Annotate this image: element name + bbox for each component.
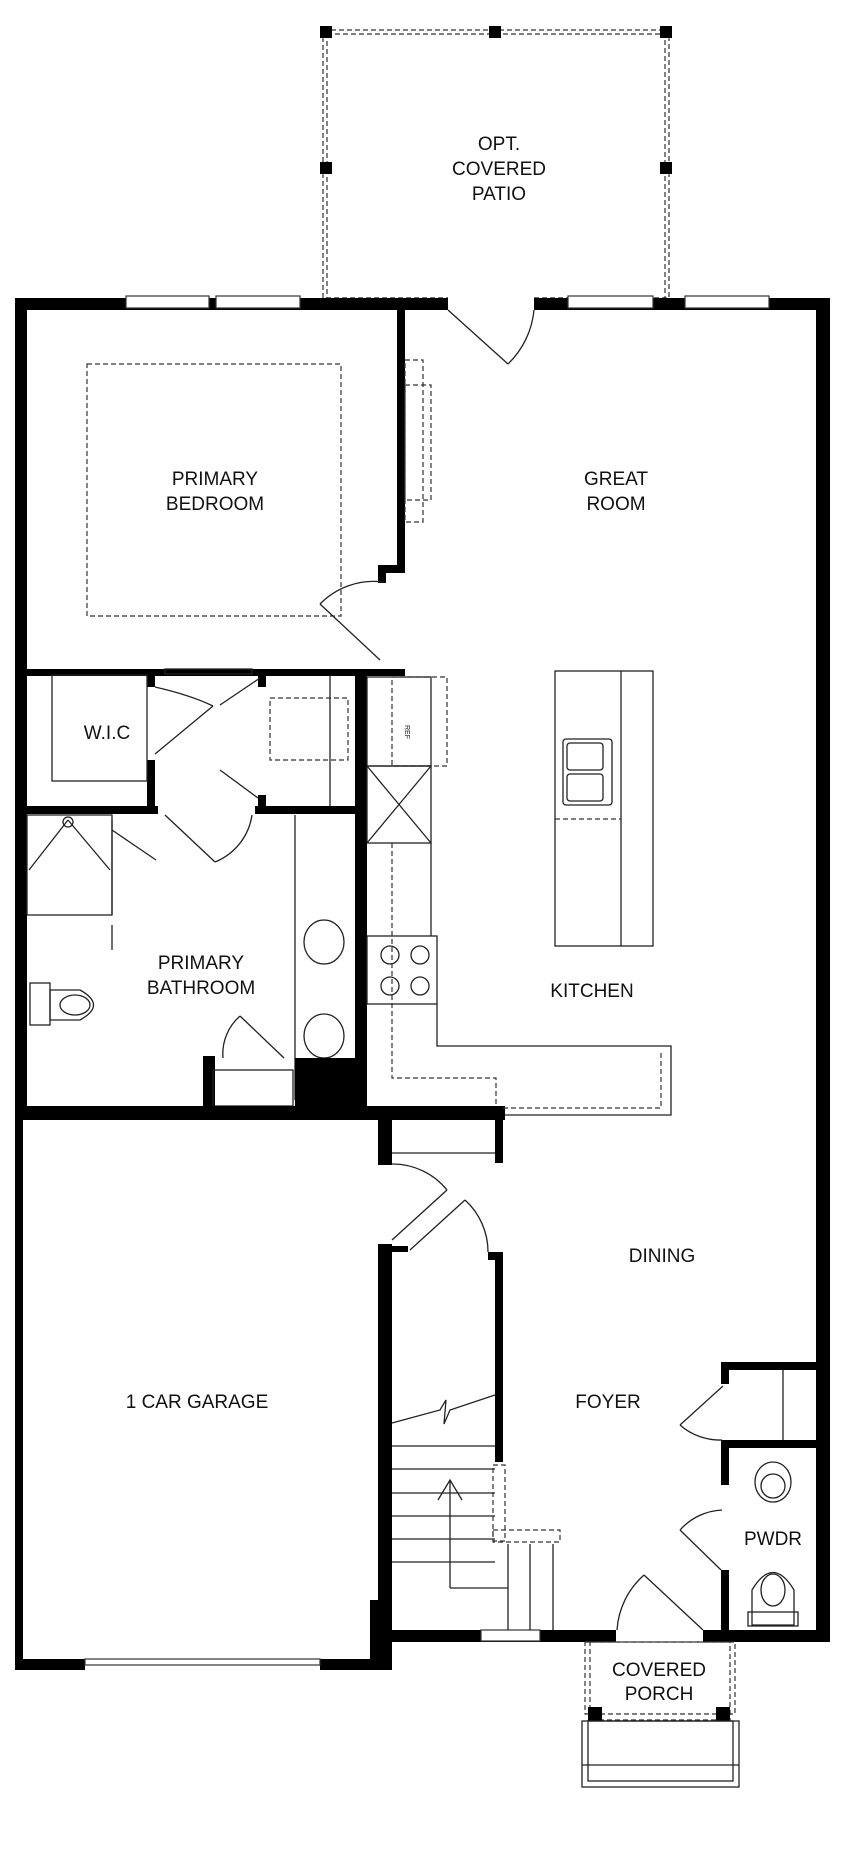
primary-bathroom-label-1: PRIMARY — [158, 953, 245, 974]
patio-post — [320, 26, 332, 38]
stairs — [391, 1394, 561, 1630]
garage-entry-door[interactable] — [391, 1163, 489, 1253]
kitchen-label: KITCHEN — [550, 981, 633, 1002]
refrigerator — [366, 676, 432, 767]
garage-label: 1 CAR GARAGE — [126, 1392, 269, 1413]
refrigerator-label: REF — [403, 725, 410, 739]
island — [554, 670, 654, 947]
sink-icon — [303, 919, 345, 965]
coat-closet — [679, 1362, 821, 1448]
window — [684, 295, 770, 309]
primary-bedroom-label-1: PRIMARY — [172, 469, 259, 490]
patio-post — [489, 26, 501, 38]
optional-covered-patio: OPT. COVERED PATIO — [320, 26, 672, 299]
garage-door[interactable] — [84, 1658, 321, 1666]
porch-post — [716, 1707, 730, 1721]
powder-room: PWDR — [679, 1440, 802, 1640]
great-room-label-2: ROOM — [586, 494, 645, 515]
toilet-icon — [29, 982, 95, 1026]
primary-bedroom: PRIMARY BEDROOM — [15, 309, 432, 676]
foyer-label: FOYER — [575, 1392, 640, 1413]
covered-porch: COVERED PORCH — [581, 1641, 740, 1788]
toilet-icon — [747, 1572, 799, 1627]
patio-label-1: OPT. — [478, 134, 520, 155]
great-room-label-1: GREAT — [584, 469, 648, 490]
primary-bedroom-label-2: BEDROOM — [166, 494, 264, 515]
primary-bathroom-label-2: BATHROOM — [147, 978, 255, 999]
window — [215, 295, 301, 309]
window — [567, 295, 654, 309]
rear-door[interactable] — [447, 296, 535, 365]
porch-label-2: PORCH — [625, 1684, 694, 1705]
patio-post — [320, 162, 332, 174]
dining-label: DINING — [629, 1246, 696, 1267]
window — [125, 295, 210, 309]
dishwasher — [366, 765, 432, 844]
stove-icon — [366, 935, 438, 1005]
sink-icon — [303, 1013, 345, 1059]
powder-label: PWDR — [744, 1529, 802, 1550]
patio-post — [660, 26, 672, 38]
front-door[interactable] — [616, 1574, 704, 1631]
patio-label-3: PATIO — [472, 184, 526, 205]
porch-post — [588, 1707, 602, 1721]
window — [480, 1629, 541, 1642]
stair-arrow-icon — [437, 1478, 508, 1589]
kitchen: REF KITCHEN — [366, 670, 672, 1116]
porch-label-1: COVERED — [612, 1660, 706, 1681]
wic-label: W.I.C — [84, 723, 130, 744]
stair-hall — [378, 1106, 561, 1644]
sink-icon — [754, 1461, 792, 1503]
patio-label-2: COVERED — [452, 159, 546, 180]
patio-post — [660, 162, 672, 174]
sink-icon — [562, 738, 613, 806]
